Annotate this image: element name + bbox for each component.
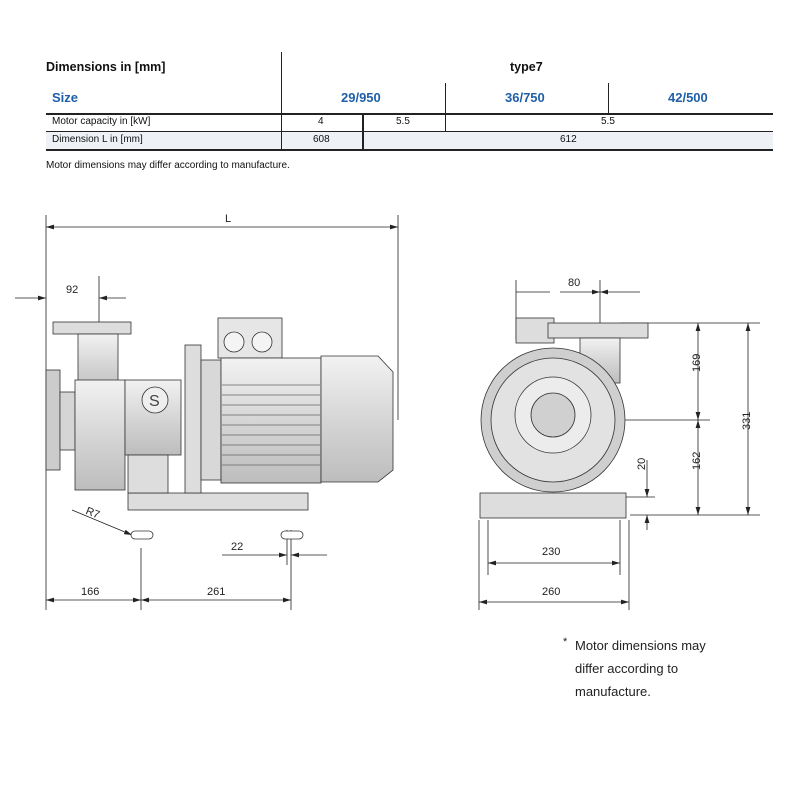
cell-value: 5.5 [601,116,615,127]
row-shading [46,131,773,150]
footnote-line: manufacture. [575,684,651,699]
divider [445,83,446,131]
pump-front-view [479,317,649,519]
size-29-950: 29/950 [341,90,381,105]
dim-230: 230 [542,546,560,558]
divider [362,114,364,150]
divider [46,131,773,132]
pump-side-view: S [45,317,394,540]
cell-value: 608 [313,134,330,145]
dim-166: 166 [81,586,99,598]
divider [46,149,773,151]
size-42-500: 42/500 [668,90,708,105]
cell-value: 612 [560,134,577,145]
size-36-750: 36/750 [505,90,545,105]
footnote-line: differ according to [575,661,679,676]
row-label-motor-capacity: Motor capacity in [kW] [52,116,151,127]
dim-L: L [225,213,231,225]
dim-260: 260 [542,586,560,598]
dimension-labels: L 92 R7 22 166 261 80 169 331 162 20 230… [66,213,753,598]
svg-text:S: S [149,393,160,410]
divider [281,52,282,150]
dim-162: 162 [691,452,703,470]
cell-value: 4 [318,116,324,127]
dim-331: 331 [741,412,753,430]
dim-92: 92 [66,284,78,296]
dim-22: 22 [231,541,243,553]
size-label: Size [52,90,79,105]
footnote-star: * [563,636,568,648]
cell-value: 5.5 [396,116,410,127]
row-label-dimension-l: Dimension L in [mm] [52,134,143,145]
table-title: Dimensions in [mm] [46,60,166,74]
dim-261: 261 [207,586,225,598]
dim-80: 80 [568,277,580,289]
divider [608,83,609,114]
type-label: type7 [510,60,543,74]
footnote: * Motor dimensions may differ according … [563,634,706,703]
dim-169: 169 [691,354,703,372]
divider [46,113,773,115]
footnote-line: Motor dimensions may [575,638,706,653]
dim-20: 20 [636,458,648,470]
table-note: Motor dimensions may differ according to… [46,160,290,171]
dim-r7: R7 [84,505,102,521]
